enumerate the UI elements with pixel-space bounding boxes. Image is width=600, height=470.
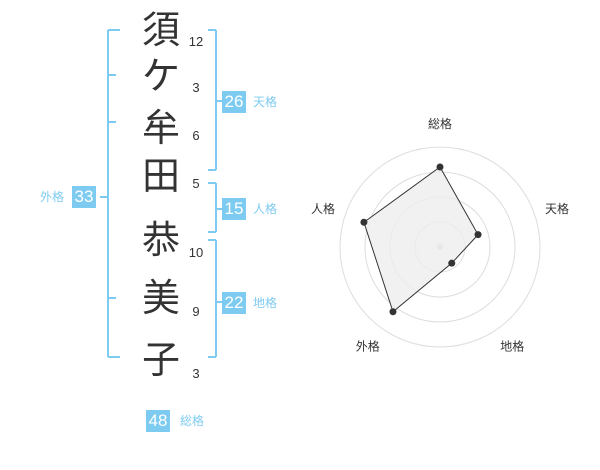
name-char-5: 恭 bbox=[141, 218, 180, 262]
radar-point-2 bbox=[474, 231, 482, 239]
jinkaku-label: 人格 bbox=[253, 202, 278, 216]
gaikaku-label: 外格 bbox=[40, 190, 65, 204]
stroke-count-1: 12 bbox=[188, 34, 204, 49]
jinkaku-value: 15 bbox=[222, 198, 246, 220]
chikaku-value: 22 bbox=[222, 292, 246, 314]
gaikaku-value: 33 bbox=[72, 186, 96, 208]
radar-polygon bbox=[363, 166, 479, 313]
stroke-count-2: 3 bbox=[192, 80, 200, 95]
radar-series bbox=[360, 163, 482, 316]
name-char-4: 田 bbox=[141, 154, 180, 198]
name-char-3: 牟 bbox=[141, 106, 180, 150]
axis-label-soukaku: 総格 bbox=[428, 116, 452, 131]
tenkaku-value: 26 bbox=[222, 91, 246, 113]
axis-label-tenkaku: 天格 bbox=[545, 201, 569, 216]
name-char-2: ケ bbox=[141, 54, 180, 98]
axis-label-chikaku: 地格 bbox=[500, 339, 524, 354]
name-char-7: 子 bbox=[141, 338, 180, 382]
chikaku-label: 地格 bbox=[253, 296, 278, 310]
stroke-count-7: 3 bbox=[192, 366, 200, 381]
radar-point-1 bbox=[436, 163, 444, 171]
stroke-count-3: 6 bbox=[192, 128, 200, 143]
soukaku-value: 48 bbox=[146, 410, 170, 432]
radar-point-5 bbox=[360, 218, 368, 226]
radar-point-4 bbox=[389, 308, 397, 316]
radar-chart: 総格 天格 地格 外格 人格 bbox=[311, 116, 569, 354]
name-char-1: 須 bbox=[141, 8, 180, 52]
name-char-6: 美 bbox=[141, 276, 180, 320]
radar-axis-labels: 総格 天格 地格 外格 人格 bbox=[311, 116, 569, 354]
axis-label-gaikaku: 外格 bbox=[356, 339, 380, 354]
radar-point-3 bbox=[448, 259, 456, 267]
soukaku-label: 総格 bbox=[180, 414, 205, 428]
stroke-count-6: 9 bbox=[192, 304, 200, 319]
radar-ring bbox=[339, 146, 541, 348]
stroke-count-5: 10 bbox=[188, 245, 204, 260]
tenkaku-label: 天格 bbox=[253, 95, 278, 109]
stroke-count-4: 5 bbox=[192, 176, 200, 191]
axis-label-jinkaku: 人格 bbox=[311, 201, 335, 216]
